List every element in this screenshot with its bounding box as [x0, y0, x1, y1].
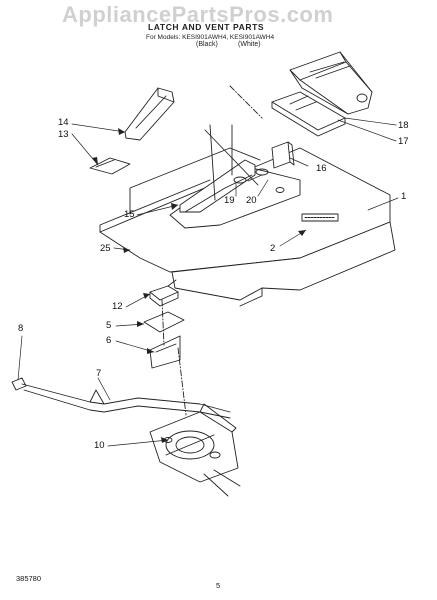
callout-10: 10 — [94, 440, 105, 451]
callout-2: 2 — [270, 243, 276, 254]
callout-15: 15 — [124, 209, 135, 220]
centerlines — [161, 85, 263, 416]
callout-17: 17 — [398, 136, 409, 147]
model-list: For Models: KESI901AWH4, KESI901AWH4 — [146, 34, 275, 41]
callout-14: 14 — [58, 117, 69, 128]
vent-motor — [289, 51, 373, 115]
callout-20: 20 — [246, 195, 257, 206]
insulation-pad — [149, 335, 181, 369]
bracket — [271, 141, 295, 169]
latch-knob — [11, 377, 27, 391]
door-switch — [149, 279, 179, 307]
latch-mechanism — [149, 403, 241, 497]
vent-duct — [124, 87, 175, 141]
page-number: 5 — [216, 581, 221, 590]
front-panel — [171, 221, 396, 307]
gasket-pad — [89, 157, 131, 175]
leader-arrowheads — [92, 128, 306, 443]
callout-5: 5 — [106, 320, 112, 331]
parts-color-label: (Black) — [196, 41, 218, 48]
callout-19: 19 — [224, 195, 235, 206]
latch-handle-rod — [21, 383, 231, 419]
drawing-code: 385780 — [16, 574, 42, 583]
color-label: (White) — [238, 41, 261, 48]
callout-6: 6 — [106, 335, 112, 346]
callout-8: 8 — [18, 323, 24, 334]
callout-18: 18 — [398, 120, 409, 131]
watermark: AppliancePartsPros.com — [62, 2, 334, 27]
callout-25: 25 — [100, 243, 111, 254]
callout-1: 1 — [401, 191, 407, 202]
callout-7: 7 — [96, 368, 102, 379]
diagram-title: LATCH AND VENT PARTS — [148, 22, 265, 32]
switch-shield — [143, 311, 185, 333]
rating-label — [301, 213, 339, 222]
callout-13: 13 — [58, 129, 69, 140]
callout-12: 12 — [112, 301, 123, 312]
callout-16: 16 — [316, 163, 327, 174]
